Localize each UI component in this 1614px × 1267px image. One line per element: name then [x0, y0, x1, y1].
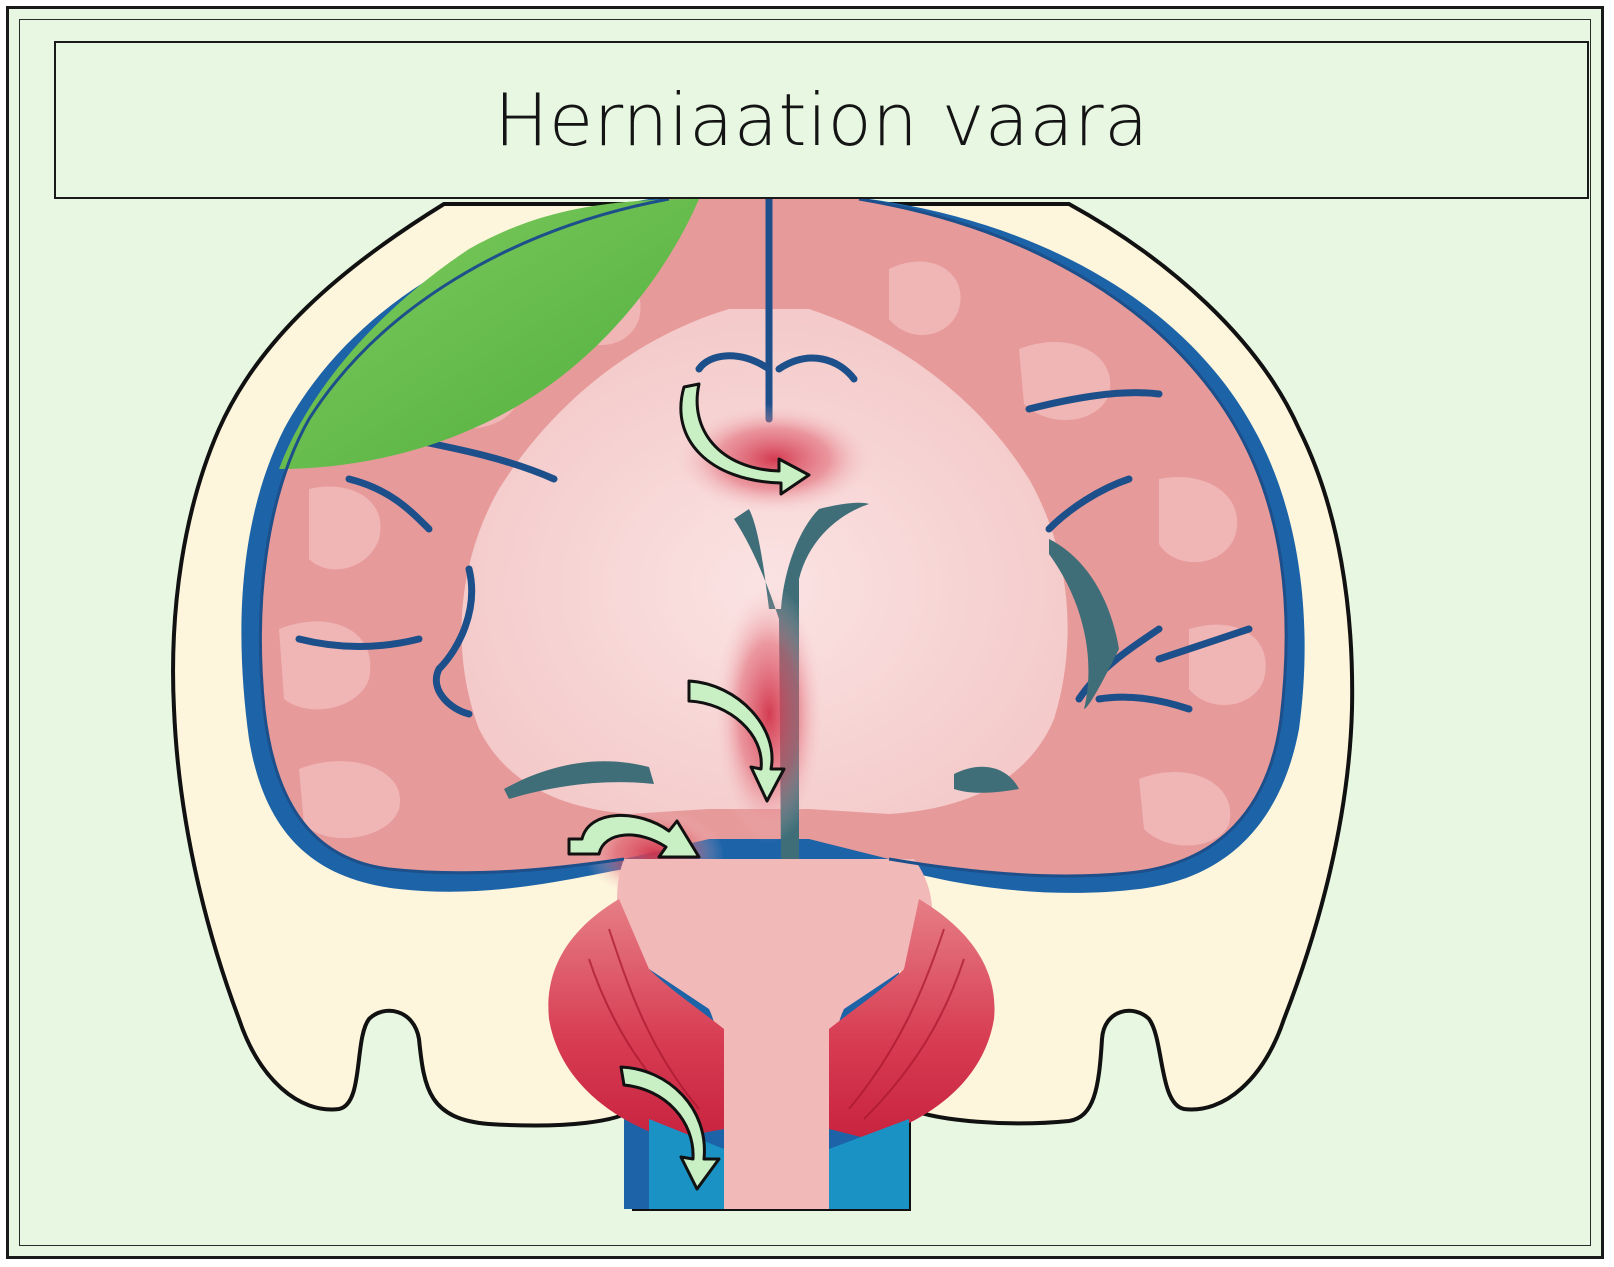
title-box: Herniaation vaara: [54, 41, 1589, 199]
diagram-frame: Herniaation vaara: [6, 6, 1604, 1259]
page-title: Herniaation vaara: [494, 78, 1149, 162]
